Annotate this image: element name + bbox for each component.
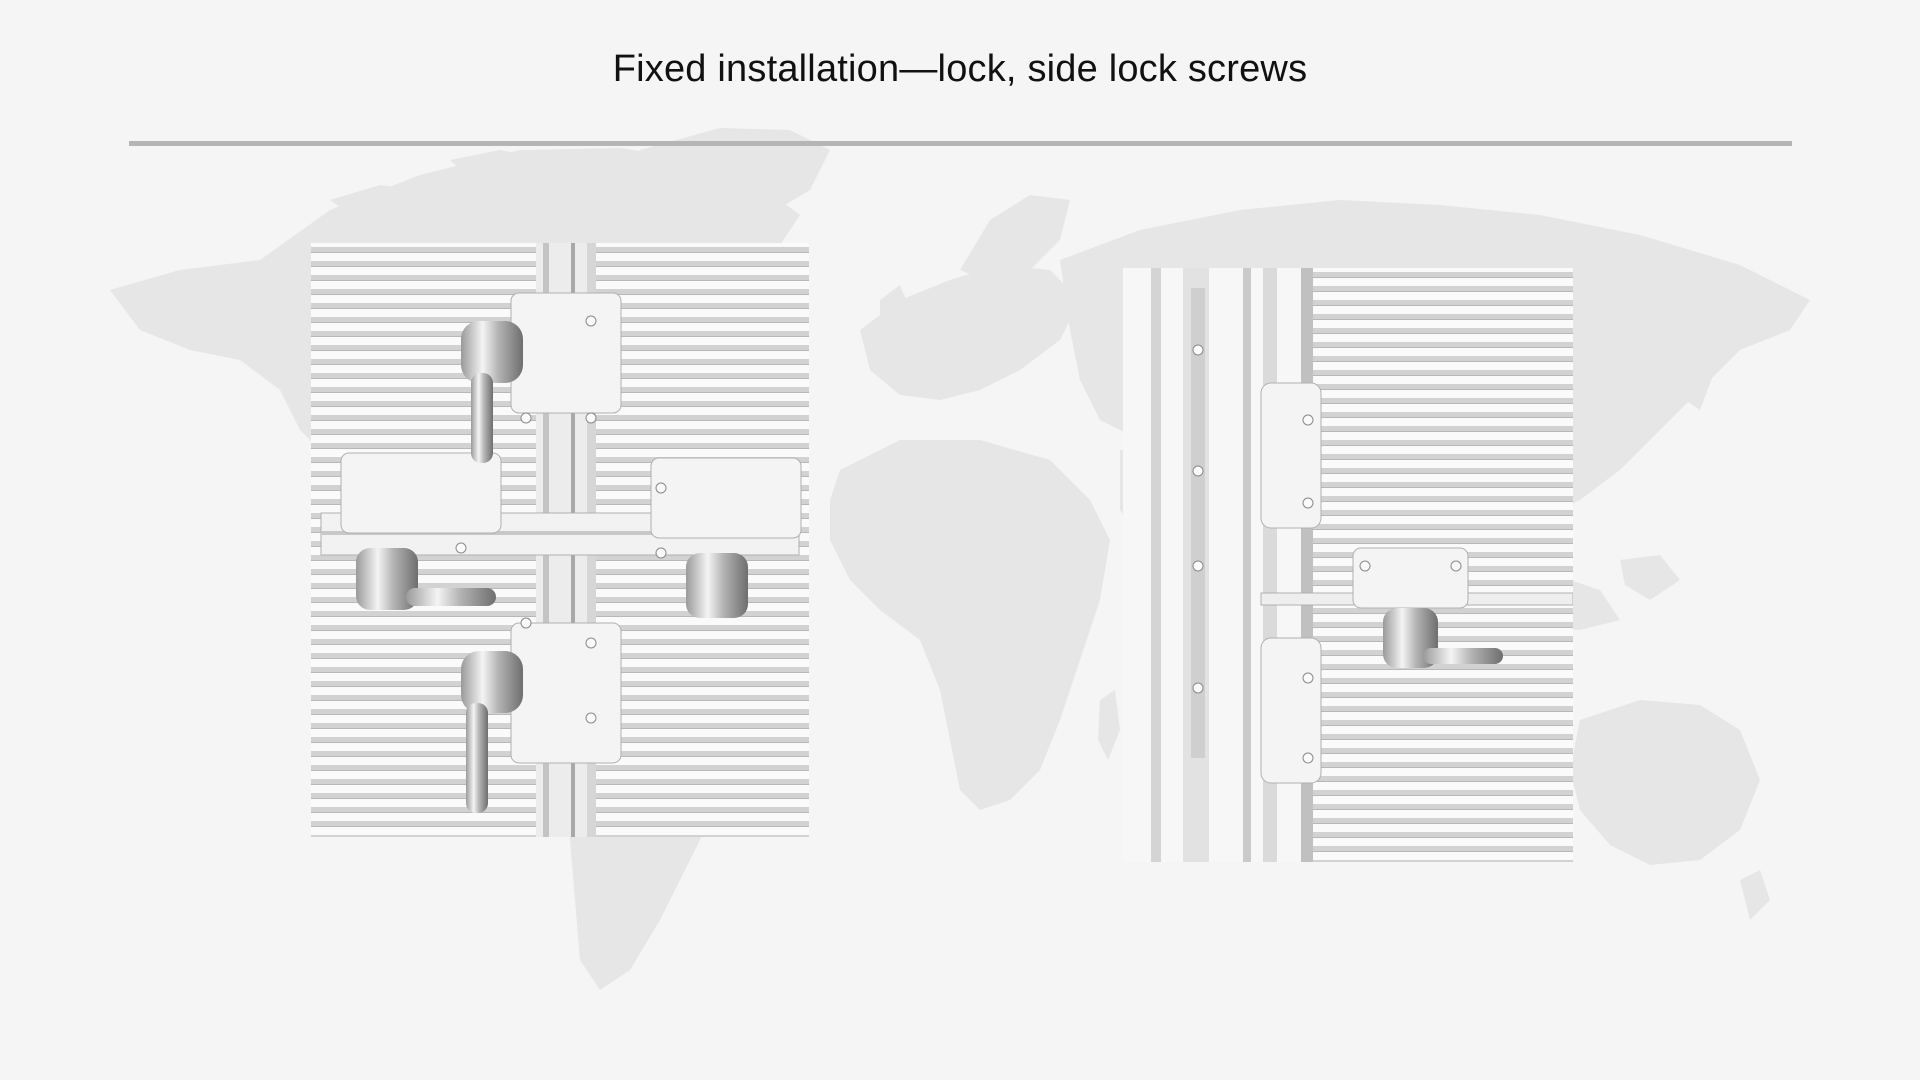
title-divider <box>129 141 1792 146</box>
side-lock-screws-image <box>1123 268 1573 862</box>
lock-four-panels-image <box>311 243 809 837</box>
page-title: Fixed installation—lock, side lock screw… <box>612 48 1308 90</box>
